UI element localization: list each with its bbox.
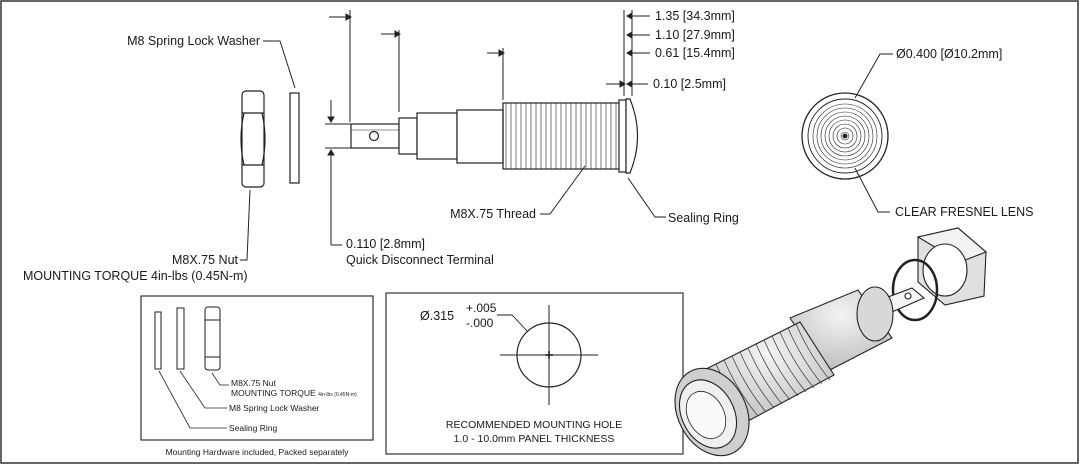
dim-thread: 0.61 [15.4mm]: [655, 46, 735, 60]
lamp-body: [398, 109, 504, 164]
sealing-ring-side: [618, 99, 627, 173]
hole-subtitle: 1.0 - 10.0mm PANEL THICKNESS: [454, 433, 615, 445]
dim-body: 1.10 [27.9mm]: [655, 28, 735, 42]
hole-diameter: Ø.315: [420, 309, 454, 323]
nut-label: M8X.75 Nut: [172, 253, 239, 267]
dim-overall: 1.35 [34.3mm]: [655, 9, 735, 23]
mounting-hole-drawing: [497, 305, 598, 405]
hardware-leaders: [158, 370, 229, 429]
hw-footer: Mounting Hardware included, Packed separ…: [166, 447, 350, 457]
isometric-view: [674, 227, 988, 457]
washer-side: [289, 92, 300, 184]
terminal: [350, 123, 400, 149]
side-view: [240, 90, 639, 188]
bezel: [625, 98, 639, 174]
hole-tol-plus: +.005: [466, 301, 497, 315]
washer-label: M8 Spring Lock Washer: [127, 34, 260, 48]
mounting-hole-box: [385, 292, 684, 455]
nut-side: [240, 90, 266, 188]
nut-icon: [204, 306, 221, 371]
dimension-lines: [240, 10, 893, 261]
sealing-ring-icon: [154, 311, 162, 370]
hardware-icons: [154, 306, 221, 371]
lens-front-view: [801, 92, 889, 180]
hw-nut-label: M8X.75 Nut: [231, 378, 277, 388]
hole-tol-minus: -.000: [466, 316, 494, 330]
lens-diameter: Ø0.400 [Ø10.2mm]: [896, 47, 1002, 61]
torque-label: MOUNTING TORQUE 4in-lbs (0.45N-m): [23, 269, 248, 283]
hw-washer-label: M8 Spring Lock Washer: [229, 403, 320, 413]
threads: [502, 102, 621, 170]
hardware-box: [140, 295, 374, 441]
sealing-ring-label: Sealing Ring: [668, 211, 739, 225]
thread-label: M8X.75 Thread: [450, 207, 536, 221]
iso-washer: [891, 258, 939, 322]
dim-terminal: 0.110 [2.8mm]: [346, 237, 425, 251]
lens-label: CLEAR FRESNEL LENS: [895, 205, 1033, 219]
hw-torque-label: MOUNTING TORQUE 4in-lbs (0.45N-m): [231, 388, 357, 398]
hw-sealing-label: Sealing Ring: [229, 423, 277, 433]
dim-bezel: 0.10 [2.5mm]: [653, 77, 726, 91]
hole-title: RECOMMENDED MOUNTING HOLE: [446, 419, 622, 431]
washer-icon: [176, 307, 185, 370]
terminal-label: Quick Disconnect Terminal: [346, 253, 494, 267]
